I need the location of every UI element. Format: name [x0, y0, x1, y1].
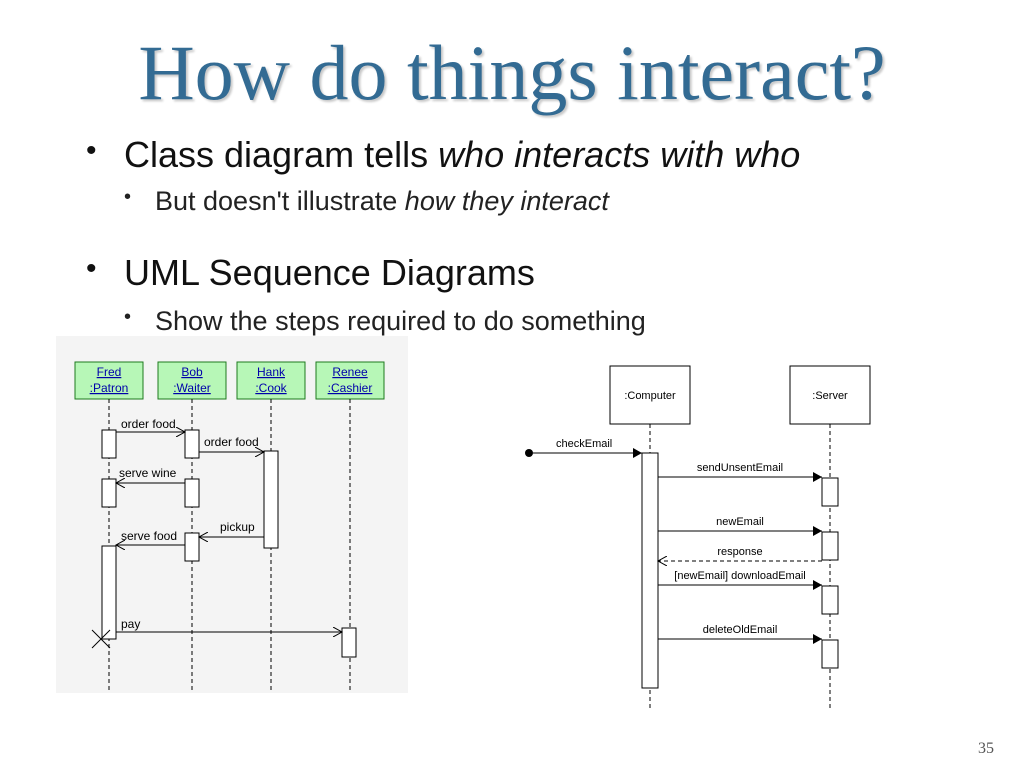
message-label: deleteOldEmail: [703, 624, 778, 636]
email-sequence-diagram: :Computer :Server checkEmail sendUnsentE…: [525, 365, 871, 710]
message-label: checkEmail: [556, 438, 612, 450]
activation-bar: [101, 429, 117, 459]
activation-bar: [821, 639, 839, 669]
message-label: pickup: [220, 520, 255, 534]
sub-bullet-text: But doesn't illustrate: [155, 186, 405, 216]
participant-name: Hank: [257, 365, 286, 379]
participant-role: :Waiter: [173, 381, 211, 395]
found-message-start: [525, 449, 533, 457]
participant-server: :Server: [789, 365, 871, 425]
message-label: serve wine: [119, 466, 177, 480]
page-number: 35: [978, 740, 994, 757]
activation-bar: [101, 545, 117, 640]
bullet-dot: •: [124, 306, 132, 328]
message-label: serve food: [121, 529, 177, 543]
activation-bar: [263, 450, 279, 549]
activation-bar: [184, 429, 200, 459]
destroy-marker: [91, 629, 111, 649]
message-label: response: [717, 546, 762, 558]
bullet-italic-text: who interacts with who: [438, 134, 801, 175]
activation-bar: [341, 627, 357, 658]
activation-bar: [821, 531, 839, 561]
bullet-dot: •: [86, 252, 97, 285]
slide-title: How do things interact?: [138, 29, 886, 116]
activation-bar: [184, 478, 200, 508]
participant-role: :Cook: [255, 381, 287, 395]
participant-hank: Hank :Cook: [236, 361, 306, 400]
sub-bullet-italic-text: how they interact: [404, 186, 609, 216]
message-label: order food: [204, 435, 259, 449]
activation-bar: [641, 452, 659, 689]
message-label: order food: [121, 417, 176, 431]
sub-bullet-text: Show the steps required to do something: [155, 306, 646, 336]
participant-role: :Patron: [90, 381, 129, 395]
participant-label: :Server: [812, 390, 848, 402]
bullet-text: UML Sequence Diagrams: [124, 252, 535, 293]
participant-role: :Cashier: [328, 381, 373, 395]
participant-computer: :Computer: [609, 365, 691, 425]
restaurant-sequence-diagram: Fred :Patron Bob :Waiter Hank :Cook Rene…: [56, 336, 408, 693]
participant-renee: Renee :Cashier: [315, 361, 385, 400]
message-label: sendUnsentEmail: [697, 462, 783, 474]
activation-bar: [821, 585, 839, 615]
activation-bar: [184, 532, 200, 562]
participant-fred: Fred :Patron: [74, 361, 144, 400]
participant-name: Renee: [332, 365, 368, 379]
message-label: newEmail: [716, 516, 764, 528]
activation-bar: [821, 477, 839, 507]
participant-name: Bob: [181, 365, 203, 379]
message-label: [newEmail] downloadEmail: [674, 570, 805, 582]
participant-name: Fred: [97, 365, 122, 379]
activation-bar: [101, 478, 117, 508]
message-label: pay: [121, 617, 140, 631]
participant-bob: Bob :Waiter: [157, 361, 227, 400]
participant-label: :Computer: [624, 390, 676, 402]
bullet-dot: •: [86, 134, 97, 167]
bullet-text: Class diagram tells: [124, 134, 439, 175]
bullet-dot: •: [124, 186, 132, 208]
